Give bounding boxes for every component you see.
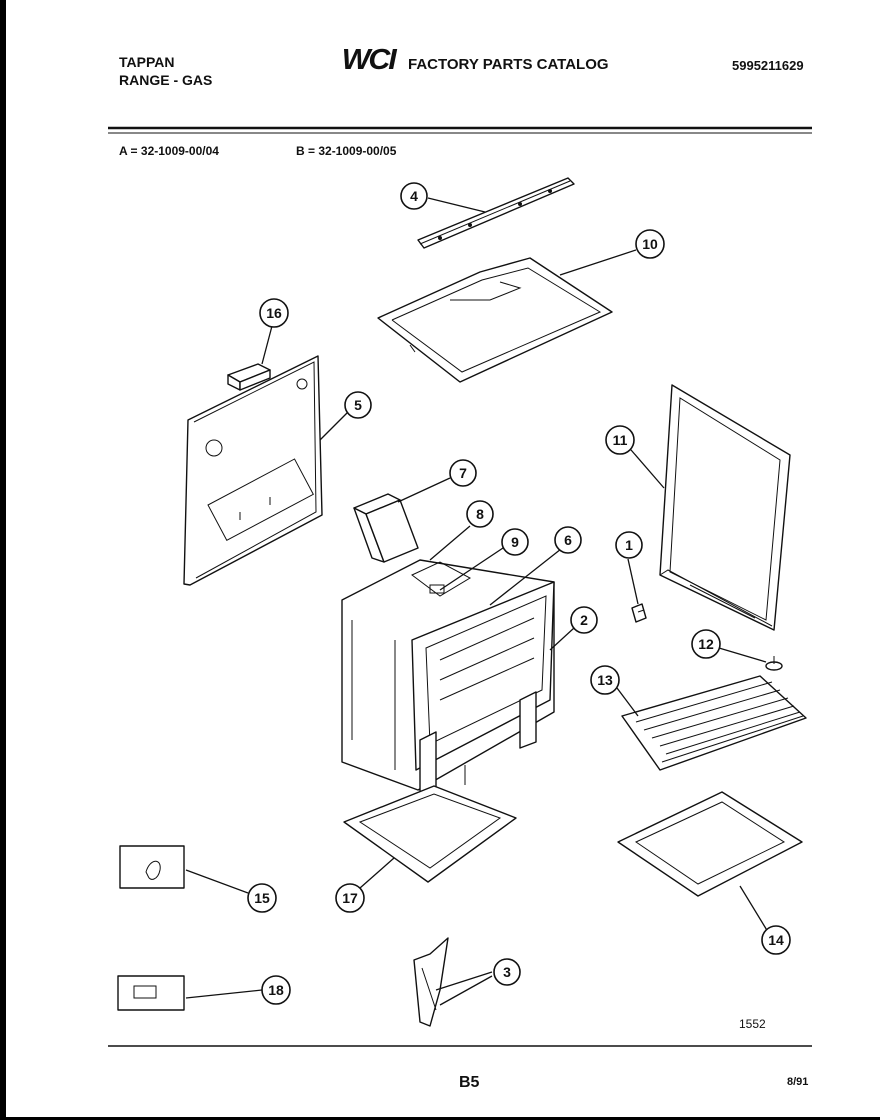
part-hardware-15 (119, 845, 185, 889)
callout-9-label: 9 (511, 534, 519, 550)
part-oven-body (341, 559, 555, 817)
catalog-number: 5995211629 (732, 58, 804, 73)
part-burner-bracket (353, 493, 419, 563)
leader-lines (185, 197, 769, 1006)
part-clip (631, 603, 647, 623)
callout-4: 4 (400, 182, 428, 210)
part-broiler-pan (617, 791, 803, 897)
model-b-label: B = 32-1009-00/05 (296, 144, 397, 158)
part-hardware-18 (117, 975, 185, 1011)
callout-9: 9 (501, 528, 529, 556)
part-spring-bracket (413, 937, 449, 1027)
callout-16-label: 16 (266, 305, 282, 321)
callout-17-label: 17 (342, 890, 358, 906)
callout-11: 11 (605, 425, 635, 455)
part-bottom-panel (343, 785, 517, 883)
part-knob (765, 656, 783, 671)
callout-7: 7 (449, 459, 477, 487)
callout-10: 10 (635, 229, 665, 259)
part-top-rail (417, 177, 575, 249)
product-type: RANGE - GAS (119, 72, 213, 88)
callout-4-label: 4 (410, 188, 418, 204)
callout-6: 6 (554, 526, 582, 554)
part-oven-rack (621, 675, 807, 771)
callout-16: 16 (259, 298, 289, 328)
exploded-parts-diagram: 4 10 16 5 11 7 8 9 6 1 2 12 13 15 17 14 … (108, 126, 812, 1047)
brand-name: TAPPAN (119, 54, 175, 70)
callout-17: 17 (335, 883, 365, 913)
callout-3-label: 3 (503, 964, 511, 980)
callout-11-label: 11 (613, 432, 628, 448)
callout-8-label: 8 (476, 506, 484, 522)
page-code: B5 (459, 1074, 480, 1091)
callout-1-label: 1 (625, 537, 633, 553)
callout-14: 14 (761, 925, 791, 955)
callout-7-label: 7 (459, 465, 467, 481)
callout-3: 3 (493, 958, 521, 986)
part-top-panel (377, 257, 613, 383)
callout-5-label: 5 (354, 397, 362, 413)
callout-10-label: 10 (642, 236, 658, 252)
callout-5: 5 (344, 391, 372, 419)
callout-12-label: 12 (698, 636, 714, 652)
callout-13: 13 (590, 665, 620, 695)
callout-13-label: 13 (597, 672, 613, 688)
callout-2: 2 (570, 606, 598, 634)
callout-14-label: 14 (768, 932, 784, 948)
callout-18: 18 (261, 975, 291, 1005)
callout-15-label: 15 (254, 890, 270, 906)
wci-logo: WCI (341, 44, 397, 76)
catalog-sheet: 4 10 16 5 11 7 8 9 6 1 2 12 13 15 17 14 … (6, 0, 880, 1117)
callout-6-label: 6 (564, 532, 572, 548)
callout-18-label: 18 (268, 982, 284, 998)
model-a-label: A = 32-1009-00/04 (119, 144, 219, 158)
page-date: 8/91 (787, 1076, 809, 1088)
callout-8: 8 (466, 500, 494, 528)
part-door-frame (659, 384, 791, 631)
drawing-number: 1552 (739, 1017, 766, 1031)
callout-2-label: 2 (580, 612, 588, 628)
part-small-block (227, 363, 271, 391)
callout-15: 15 (247, 883, 277, 913)
part-side-panel (183, 355, 323, 586)
catalog-title: FACTORY PARTS CATALOG (408, 56, 609, 73)
callout-1: 1 (615, 531, 643, 559)
callout-12: 12 (691, 629, 721, 659)
